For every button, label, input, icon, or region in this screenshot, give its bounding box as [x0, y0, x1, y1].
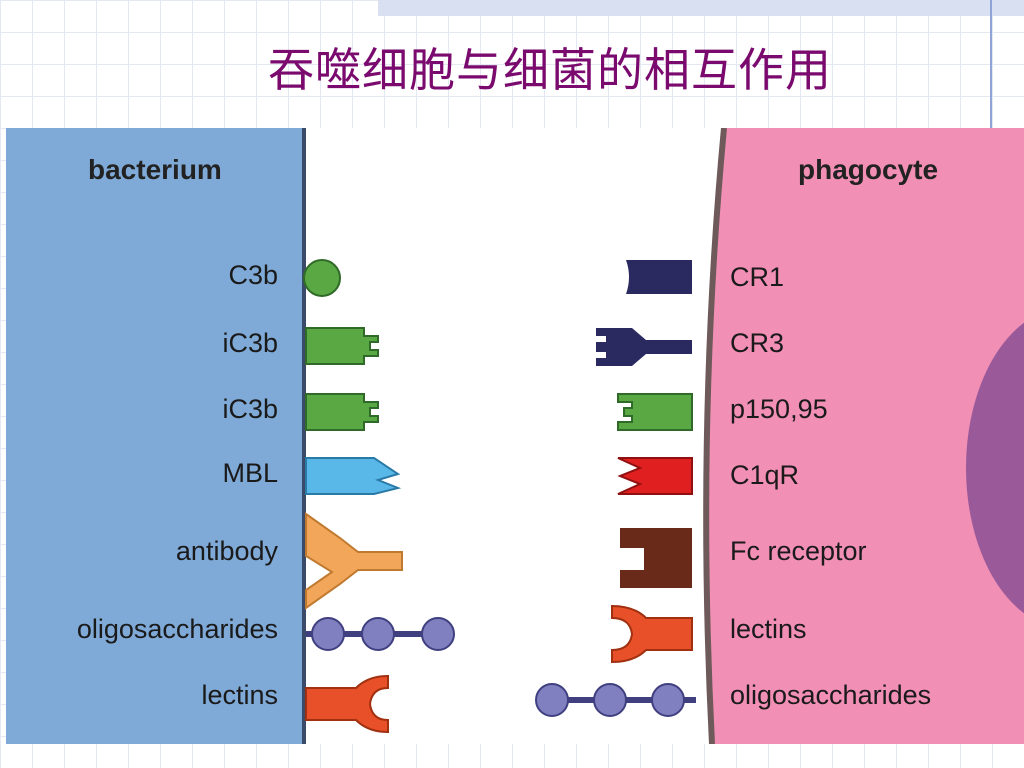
bacterium-label-oligosaccharides: oligosaccharides — [76, 614, 278, 644]
cr3-receptor — [596, 328, 692, 366]
top-decoration-band — [378, 0, 1024, 16]
bacterium-label-mbl: MBL — [222, 458, 278, 488]
antibody-molecule — [305, 512, 403, 610]
phagocyte-header: phagocyte — [798, 154, 939, 185]
phagocyte-label-cr1: CR1 — [730, 262, 785, 292]
phagocyte-label-fc-receptor: Fc receptor — [730, 536, 867, 566]
phagocyte-label-cr3: CR3 — [730, 328, 785, 358]
bacterium-label-ic3b-1: iC3b — [222, 328, 278, 358]
phagocyte-label-p150-95: p150,95 — [730, 394, 828, 424]
oligosaccharides-bacterium — [306, 617, 455, 651]
phagocyte-nucleus — [966, 322, 1024, 614]
fc-receptor — [620, 528, 692, 588]
bacterium-header: bacterium — [88, 154, 222, 185]
phagocyte-label-c1qr: C1qR — [730, 460, 800, 490]
lectins-phagocyte — [611, 604, 693, 664]
oligosaccharides-phagocyte — [535, 683, 696, 717]
bacterium-label-lectins: lectins — [201, 680, 278, 710]
ic3b-molecule-2 — [305, 393, 379, 431]
phagocyte-label-oligosaccharides: oligosaccharides — [730, 680, 932, 710]
mbl-molecule — [305, 457, 402, 495]
phagocyte-label-lectins: lectins — [730, 614, 807, 644]
c3b-molecule — [303, 259, 341, 297]
ic3b-molecule-1 — [305, 327, 379, 365]
c1qr-receptor — [617, 457, 693, 495]
slide-title: 吞噬细胞与细菌的相互作用 — [268, 43, 832, 97]
decoration-vertical-line — [990, 0, 992, 130]
phagocyte-panel — [706, 128, 1024, 744]
phagocyte-bacterium-diagram: bacterium phagocyte C3b iC3b iC3b MBL an… — [6, 128, 1024, 744]
bacterium-label-c3b: C3b — [228, 260, 278, 290]
cr1-receptor — [626, 260, 692, 294]
diagram-canvas — [6, 128, 1024, 744]
lectins-bacterium — [305, 674, 389, 734]
bacterium-label-ic3b-2: iC3b — [222, 394, 278, 424]
p150-95-receptor — [617, 393, 693, 431]
bacterium-label-antibody: antibody — [175, 536, 278, 566]
bacterium-panel — [6, 128, 304, 744]
